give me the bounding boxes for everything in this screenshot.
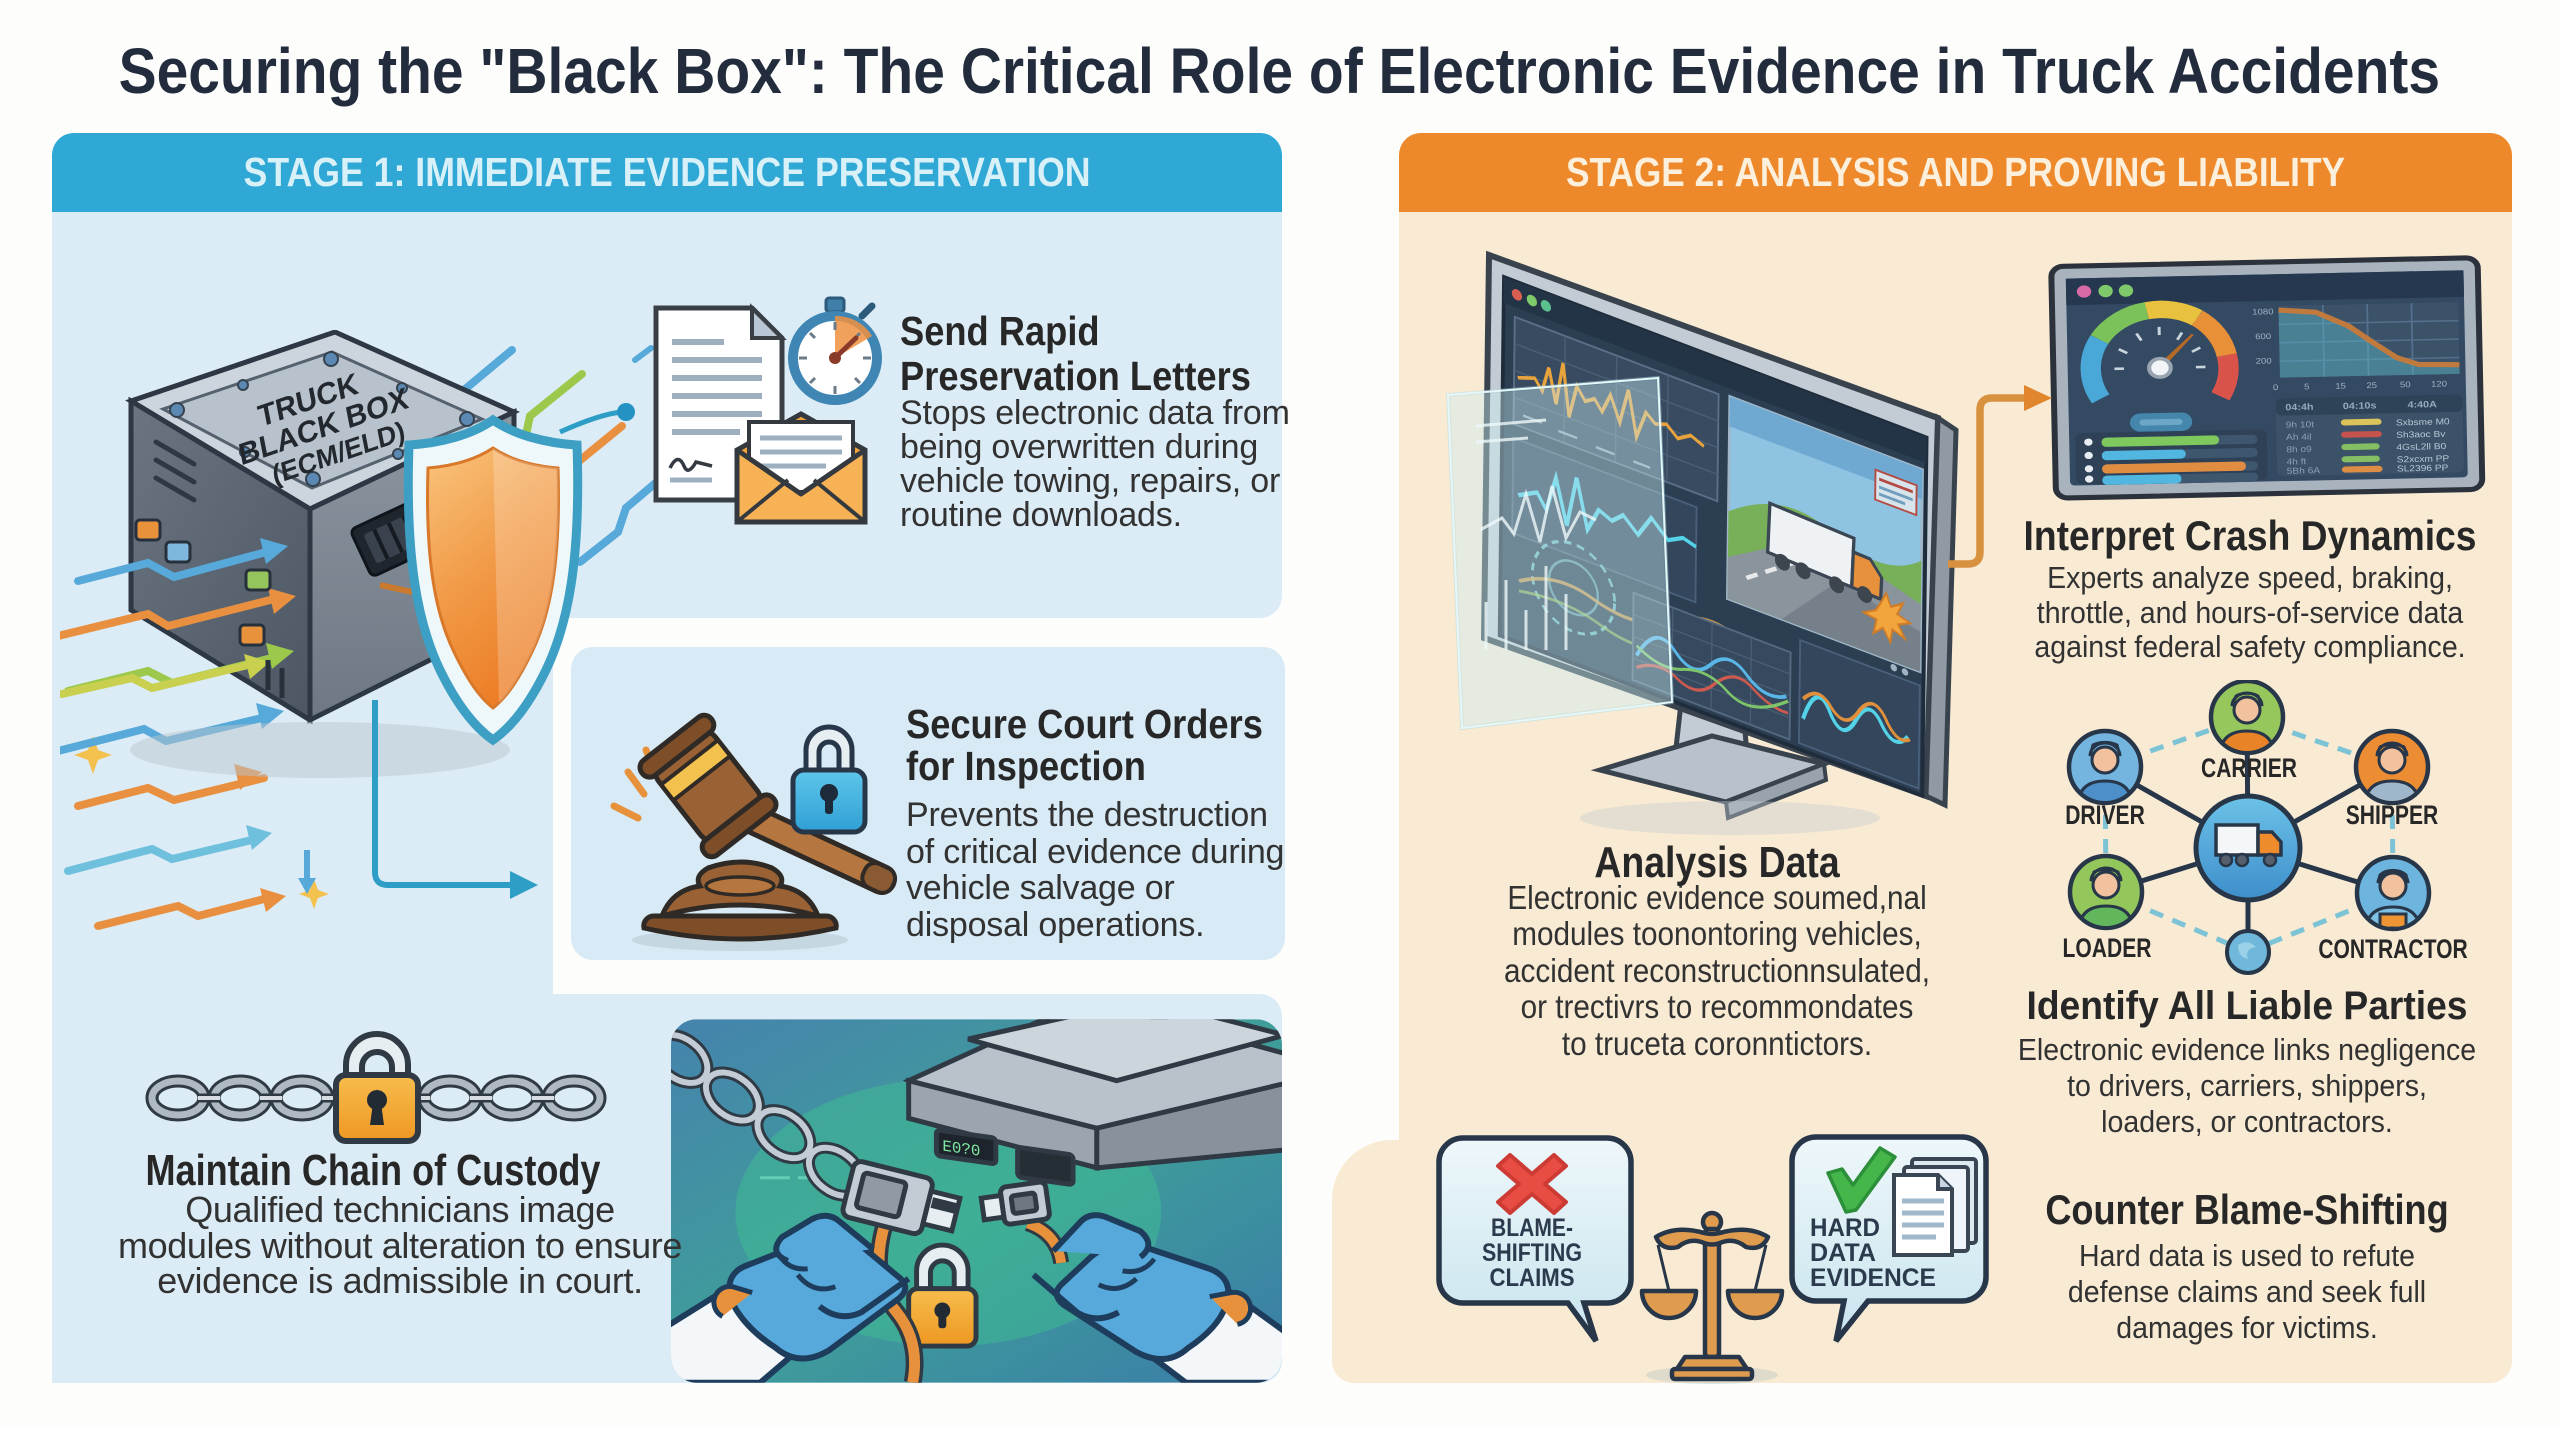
- svg-text:Sh3aoc Bv: Sh3aoc Bv: [2396, 429, 2446, 440]
- svg-text:4:40A: 4:40A: [2407, 400, 2437, 411]
- svg-text:Sxbsme M0: Sxbsme M0: [2396, 417, 2450, 428]
- svg-text:5Bh 6A: 5Bh 6A: [2287, 466, 2321, 477]
- svg-text:SL2396 PP: SL2396 PP: [2397, 463, 2449, 474]
- svg-text:200: 200: [2256, 356, 2272, 366]
- svg-text:1080: 1080: [2252, 307, 2274, 317]
- svg-text:04:10s: 04:10s: [2343, 401, 2377, 412]
- svg-text:9h 10t: 9h 10t: [2286, 420, 2315, 431]
- svg-text:15: 15: [2335, 381, 2346, 390]
- svg-text:8h o9: 8h o9: [2286, 444, 2312, 455]
- svg-text:EVIDENCE: EVIDENCE: [1810, 1264, 1936, 1292]
- svg-text:E0?0: E0?0: [942, 1138, 980, 1161]
- svg-text:SHIFTING: SHIFTING: [1482, 1239, 1582, 1267]
- svg-text:Ah 4il: Ah 4il: [2286, 432, 2312, 443]
- svg-text:25: 25: [2366, 381, 2377, 390]
- svg-text:4h ft: 4h ft: [2286, 457, 2306, 468]
- svg-text:0: 0: [2273, 383, 2279, 392]
- svg-text:5: 5: [2304, 382, 2310, 391]
- svg-text:HARD: HARD: [1810, 1214, 1880, 1242]
- svg-text:BLAME-: BLAME-: [1491, 1214, 1573, 1242]
- svg-text:CLAIMS: CLAIMS: [1490, 1264, 1575, 1292]
- svg-text:S2xcxm PP: S2xcxm PP: [2397, 454, 2450, 465]
- svg-text:120: 120: [2431, 379, 2447, 389]
- svg-text:DATA: DATA: [1810, 1239, 1876, 1267]
- svg-text:04:4h: 04:4h: [2285, 402, 2313, 413]
- svg-text:50: 50: [2400, 380, 2411, 389]
- svg-text:4GsL2ll B0: 4GsL2ll B0: [2396, 442, 2446, 453]
- svg-text:600: 600: [2255, 332, 2271, 342]
